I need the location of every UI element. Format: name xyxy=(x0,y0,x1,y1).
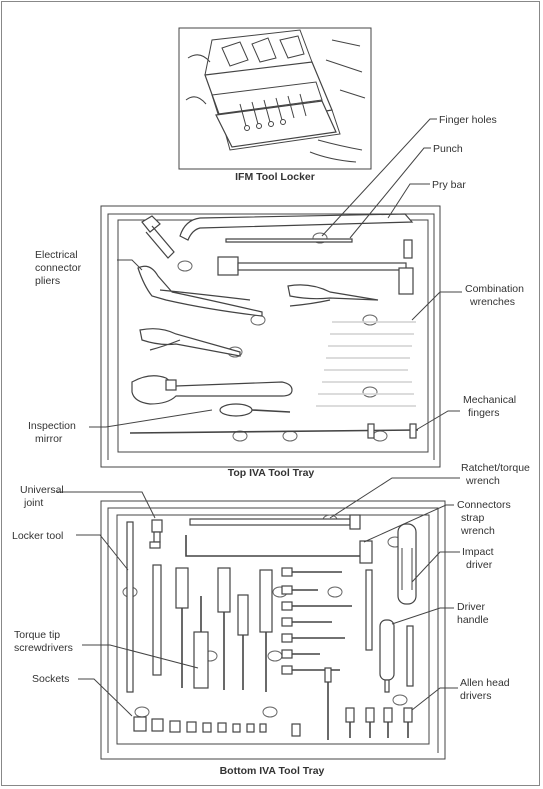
locker-tool xyxy=(127,522,133,692)
needle-nose-pliers xyxy=(288,285,378,306)
driver-handle xyxy=(380,620,394,692)
top-iva-tool-tray xyxy=(101,206,440,467)
label-torque-tip-screwdrivers: Torque tip screwdrivers xyxy=(14,629,73,654)
torque-tip-screwdrivers xyxy=(153,565,272,692)
label-pry-bar: Pry bar xyxy=(432,179,466,191)
universal-joint xyxy=(150,520,162,548)
bottom-iva-tool-tray-caption: Bottom IVA Tool Tray xyxy=(220,765,325,777)
ifm-tool-locker-illustration xyxy=(179,28,371,169)
label-universal-joint: Universal joint xyxy=(20,484,67,509)
label-ratchet-torque-wrench: Ratchet/torque wrench xyxy=(461,462,533,487)
label-impact-driver: Impact driver xyxy=(462,546,496,571)
label-inspection-mirror: Inspection mirror xyxy=(28,420,79,445)
pry-bar xyxy=(180,214,412,240)
top-iva-tool-tray-caption: Top IVA Tool Tray xyxy=(228,467,315,479)
label-electrical-connector-pliers: Electrical connector pliers xyxy=(35,249,84,287)
extension-bar xyxy=(407,626,413,686)
label-connectors-strap-wrench: Connectors strap wrench xyxy=(457,499,514,537)
label-punch: Punch xyxy=(433,143,463,155)
hammer xyxy=(218,240,413,294)
inspection-mirror xyxy=(220,404,290,416)
allen-head-drivers xyxy=(346,708,412,738)
connectors-strap-wrench xyxy=(186,535,372,563)
label-driver-handle: Driver handle xyxy=(457,601,489,626)
combination-wrenches xyxy=(316,322,416,406)
label-sockets: Sockets xyxy=(32,673,69,685)
label-combination-wrenches: Combination wrenches xyxy=(465,283,527,308)
label-mechanical-fingers: Mechanical fingers xyxy=(463,394,519,419)
impact-driver xyxy=(398,524,416,604)
ifm-tool-locker-caption: IFM Tool Locker xyxy=(235,171,315,183)
locking-pliers xyxy=(140,329,240,356)
label-finger-holes: Finger holes xyxy=(439,114,497,126)
label-allen-head-drivers: Allen head drivers xyxy=(460,677,513,702)
electrical-connector-pliers xyxy=(138,266,262,316)
punch xyxy=(226,239,352,242)
label-locker-tool: Locker tool xyxy=(12,530,63,542)
long-bar-tool xyxy=(366,570,372,650)
adjustable-wrench-small xyxy=(142,216,174,258)
adjustable-wrench-large xyxy=(132,376,292,404)
bottom-iva-tool-tray xyxy=(101,501,445,759)
sockets xyxy=(134,717,300,736)
